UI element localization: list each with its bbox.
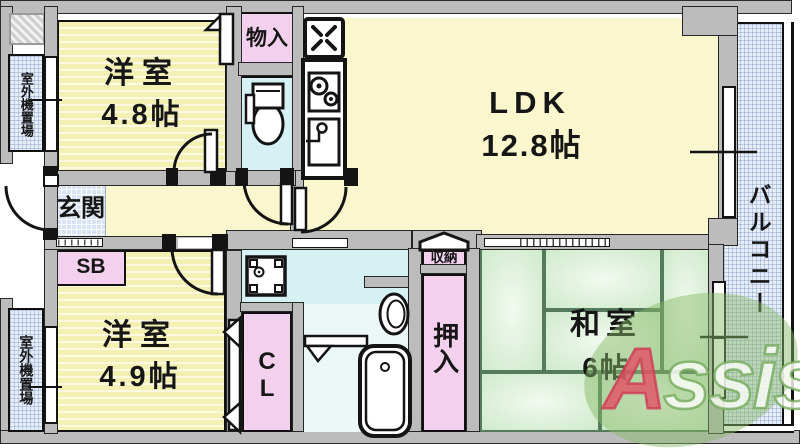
door-post bbox=[280, 168, 294, 186]
door-arc bbox=[172, 132, 213, 173]
vent-fan-icon bbox=[303, 17, 345, 59]
vent-fan-blades bbox=[311, 25, 337, 51]
tatami-mat bbox=[600, 372, 710, 432]
door-panel bbox=[293, 186, 308, 232]
folding-door-arrow bbox=[304, 344, 334, 364]
window-west-bottom bbox=[44, 326, 58, 424]
oshiire-floor bbox=[422, 274, 466, 432]
western-room-bottom-size: 4.9帖 bbox=[99, 360, 181, 393]
shoe-box-floor bbox=[56, 250, 126, 286]
toilet-tank-icon bbox=[251, 82, 285, 110]
folding-door-arrow bbox=[222, 315, 242, 350]
outdoor-unit-bottom-label: 室外機置場 bbox=[18, 335, 35, 405]
doorway-west-room-bottom bbox=[178, 238, 212, 248]
sink-spout bbox=[306, 132, 321, 143]
watermark-rest: ssist bbox=[662, 330, 800, 429]
wall-right-jog bbox=[708, 218, 738, 246]
window-entrance-hatch bbox=[56, 238, 103, 247]
washer-corner bbox=[274, 259, 283, 268]
folding-door-closet bbox=[227, 318, 242, 432]
door-panel bbox=[203, 128, 219, 174]
tatami-mat bbox=[480, 372, 600, 432]
stove-burner bbox=[309, 76, 329, 96]
shoe-box-label: SB bbox=[76, 254, 106, 278]
folding-door-arrow bbox=[222, 400, 242, 435]
entrance-floor bbox=[56, 184, 106, 236]
closet-label: CL bbox=[253, 348, 281, 402]
watermark-letter-a: A bbox=[603, 330, 668, 429]
washer-corner bbox=[249, 259, 258, 268]
washbasin-bowl bbox=[386, 299, 406, 329]
ldk-floor bbox=[302, 18, 720, 236]
front-door-arc bbox=[4, 185, 51, 232]
wall-bath-closet bbox=[292, 302, 304, 432]
monoire-label: 物入 bbox=[246, 26, 288, 50]
bathtub-drain bbox=[380, 362, 390, 372]
sliding-door-washroom bbox=[292, 238, 348, 248]
window-west-top bbox=[44, 56, 58, 152]
door-post bbox=[166, 168, 178, 186]
shuno-label: 収納 bbox=[430, 250, 458, 266]
toilet-bowl-icon bbox=[251, 102, 285, 146]
door-arc bbox=[170, 247, 219, 296]
door-panel bbox=[279, 182, 294, 226]
toilet-handle-icon bbox=[244, 93, 256, 125]
entrance-label: 玄関 bbox=[57, 195, 105, 223]
balcony-railing-bottom bbox=[716, 424, 794, 433]
door-post bbox=[344, 168, 358, 186]
folding-door-arrow bbox=[202, 12, 222, 32]
watermark-text: Assist bbox=[603, 330, 800, 429]
washer-corner bbox=[274, 284, 283, 293]
washer-drain-dot bbox=[257, 270, 261, 274]
japanese-room-name: 和室 bbox=[570, 308, 642, 342]
balcony-label: バルコニー bbox=[745, 182, 772, 318]
pipe-shaft-hatch bbox=[9, 13, 45, 45]
wall-oshiire-east bbox=[466, 248, 480, 432]
folding-door-shuno bbox=[418, 231, 470, 252]
ldk-name: LDK bbox=[489, 84, 571, 120]
hallway-floor bbox=[104, 184, 304, 236]
tatami-mat bbox=[480, 248, 544, 372]
bathtub-icon bbox=[358, 344, 412, 438]
door-post bbox=[212, 234, 228, 250]
ldk-size: 12.8帖 bbox=[481, 127, 583, 163]
closet-floor bbox=[242, 312, 292, 432]
western-room-top-name: 洋室 bbox=[104, 57, 180, 91]
western-room-top-size: 4.8帖 bbox=[101, 98, 183, 131]
window-balcony-japanese bbox=[712, 281, 726, 399]
door-post bbox=[162, 234, 176, 250]
western-room-top-floor bbox=[57, 20, 227, 172]
stove-burner-dot bbox=[316, 83, 322, 89]
tatami-mat bbox=[544, 310, 662, 372]
oshiire-label: 押入 bbox=[429, 321, 460, 374]
bathtub-inner bbox=[364, 350, 406, 432]
washer-corner bbox=[249, 284, 258, 293]
outdoor-unit-area-top bbox=[8, 54, 44, 152]
balcony-railing bbox=[782, 22, 794, 432]
outdoor-unit-area-bottom bbox=[8, 308, 44, 432]
japanese-room-size: 6帖 bbox=[582, 352, 630, 384]
stove-burner-dot bbox=[329, 97, 333, 101]
sink-faucet bbox=[316, 122, 328, 134]
outdoor-unit-top-label: 室外機置場 bbox=[18, 71, 34, 137]
folding-door-monoire bbox=[218, 12, 235, 66]
front-door-panel bbox=[43, 174, 59, 187]
western-room-bottom-name: 洋室 bbox=[102, 319, 178, 353]
door-panel bbox=[210, 248, 226, 296]
door-arc bbox=[242, 179, 289, 226]
folding-door-bath bbox=[303, 334, 369, 348]
door-arc bbox=[300, 186, 348, 234]
wall-ldk-notch bbox=[682, 6, 738, 36]
